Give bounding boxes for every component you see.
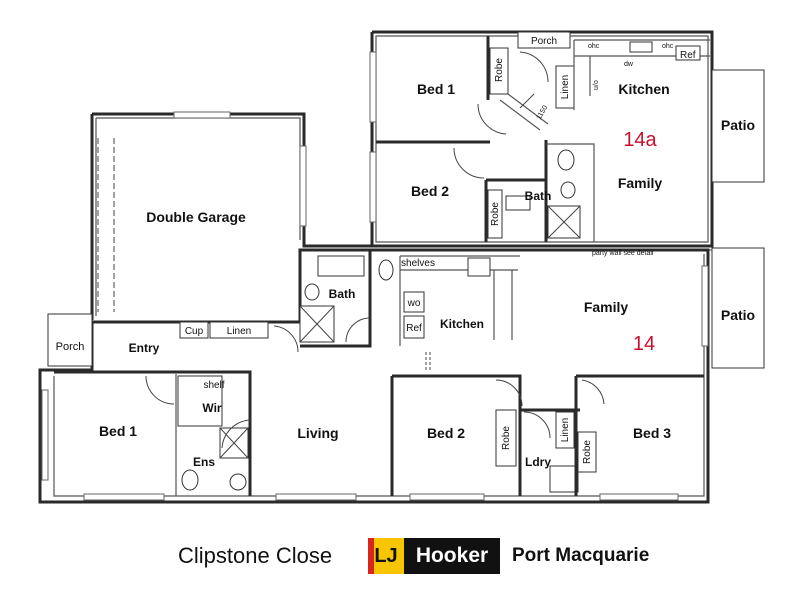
- label-cup: Cup: [185, 326, 204, 337]
- porch-top-box: [517, 31, 571, 49]
- label-robe-bottom1: Robe: [501, 426, 512, 450]
- label-kitchen-mid: Kitchen: [440, 317, 484, 331]
- label-party-wall: party wall see detail: [592, 250, 654, 257]
- label-kitchen-top: Kitchen: [618, 81, 669, 97]
- label-linen-top: Linen: [560, 75, 571, 99]
- label-shelves: shelves: [401, 258, 435, 269]
- logo-red-stripe: [368, 538, 374, 574]
- robe-top2-box: [487, 189, 503, 239]
- label-ens: Ens: [193, 455, 215, 469]
- door-arc: [477, 103, 507, 135]
- label-bed3: Bed 3: [633, 425, 671, 441]
- lj-hooker-logo[interactable]: LJ Hooker: [368, 538, 500, 574]
- robe-bottom1-box: [495, 409, 517, 467]
- door-arc: [519, 51, 549, 83]
- label-wo: wo: [407, 298, 421, 309]
- label-family-mid: Family: [584, 299, 629, 315]
- label-bed1-bottom: Bed 1: [99, 423, 137, 439]
- label-wir: Wir: [202, 401, 222, 415]
- label-ldry: Ldry: [525, 455, 551, 469]
- label-ref-top: Ref: [680, 50, 696, 61]
- robe-top1-box: [489, 47, 509, 95]
- porch-left-box: [47, 313, 93, 367]
- label-patio-mid: Patio: [721, 307, 755, 323]
- label-bed2-bottom: Bed 2: [427, 425, 465, 441]
- patio-mid: [711, 247, 765, 369]
- label-porch-top: Porch: [531, 36, 557, 47]
- label-patio-top: Patio: [721, 117, 755, 133]
- ref-box: [403, 315, 425, 339]
- patio-top: [711, 69, 765, 183]
- door-arc: [453, 147, 485, 179]
- label-bed1-top: Bed 1: [417, 81, 455, 97]
- label-linen-mid: Linen: [227, 326, 251, 337]
- unit-label-14: 14: [633, 333, 655, 355]
- label-bed2-top: Bed 2: [411, 183, 449, 199]
- unit-label-14a: 14a: [623, 129, 657, 151]
- logo-lj-text: LJ: [374, 545, 398, 567]
- linen-mid-box: [209, 321, 269, 339]
- label-ohc1: ohc: [588, 43, 600, 50]
- label-family-top: Family: [618, 175, 663, 191]
- street-name: Clipstone Close: [178, 543, 333, 568]
- label-double-garage: Double Garage: [146, 209, 246, 225]
- label-living: Living: [297, 425, 338, 441]
- bathtub: [317, 255, 365, 277]
- label-dimension: 1150: [536, 104, 550, 121]
- label-entry: Entry: [129, 341, 160, 355]
- linen-bottom-box: [555, 411, 575, 449]
- robe-bottom2-box: [577, 431, 597, 473]
- label-ohc2: ohc: [662, 43, 674, 50]
- label-ref: Ref: [406, 323, 422, 334]
- label-robe-top1: Robe: [494, 58, 505, 82]
- label-linen-bottom: Linen: [560, 418, 571, 442]
- office-name: Port Macquarie: [512, 545, 650, 566]
- label-ufo: u/o: [593, 80, 600, 90]
- label-dw: dw: [624, 61, 634, 68]
- label-robe-top2: Robe: [490, 202, 501, 226]
- label-robe-bottom2: Robe: [582, 440, 593, 464]
- logo-hooker-text: Hooker: [404, 538, 500, 574]
- label-bath-mid: Bath: [329, 287, 356, 301]
- cup-box: [179, 321, 209, 339]
- wir-box: [177, 375, 223, 427]
- wo-box: [403, 291, 425, 313]
- label-shelf: shelf: [203, 380, 224, 391]
- label-bath-top: Bath: [525, 189, 552, 203]
- label-porch-left: Porch: [56, 341, 85, 353]
- logo-lj-mark: LJ: [368, 538, 404, 574]
